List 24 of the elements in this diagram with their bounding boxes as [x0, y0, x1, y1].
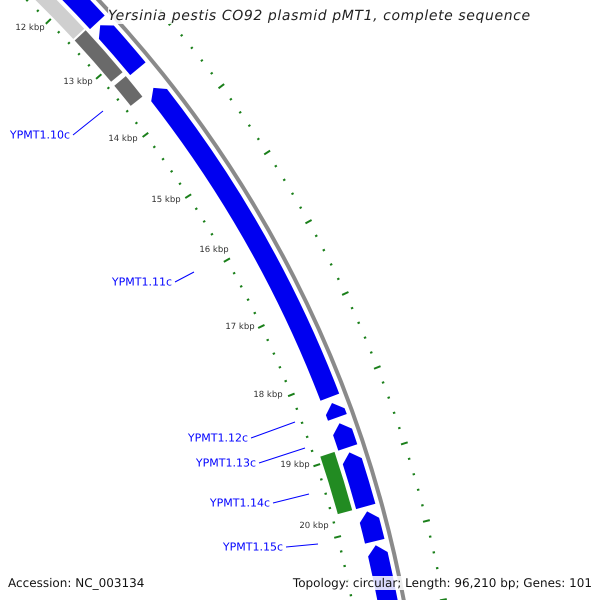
leader-line: [250, 422, 296, 438]
scale-label: 12 kbp: [14, 23, 46, 33]
scale-label: 18 kbp: [252, 390, 284, 400]
gene-label: YPMT1.15c: [222, 540, 283, 554]
leader-line: [286, 544, 318, 548]
scale-label: 13 kbp: [62, 77, 94, 87]
leader-line: [72, 110, 104, 136]
title: Yersinia pestis CO92 plasmid pMT1, complete sequence: [108, 8, 531, 24]
gene-label: YPMT1.14c: [210, 496, 270, 510]
leader-line: [272, 494, 310, 504]
scale-label: 15 kbp: [150, 195, 182, 205]
scale-label: 20 kbp: [298, 521, 330, 531]
leader-line: [174, 272, 194, 282]
scale-label: 14 kbp: [107, 134, 139, 144]
leader-line: [258, 448, 306, 464]
info-text: Topology: circular; Length: 96,210 bp; Genes: 101: [292, 576, 592, 590]
gene-label: YPMT1.11c: [112, 276, 172, 288]
gene-label: YPMT1.13c: [196, 456, 256, 470]
scale-label: 17 kbp: [224, 322, 256, 332]
gene-label: YPMT1.10c: [10, 128, 70, 142]
scale-label: 16 kbp: [198, 245, 230, 255]
gene-label: YPMT1.12c: [188, 432, 248, 444]
scale-label: 19 kbp: [279, 460, 311, 470]
info-text: Accession: NC_003134: [8, 576, 144, 590]
